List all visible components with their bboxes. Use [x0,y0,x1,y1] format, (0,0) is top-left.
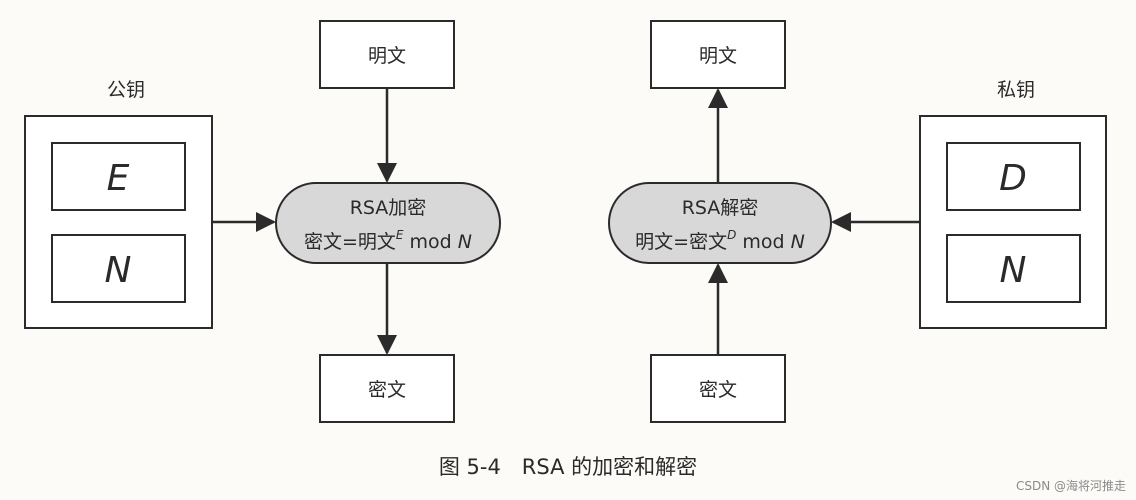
public-key-n-box [51,234,186,303]
enc-plaintext-box [319,20,455,89]
enc-ciphertext-box [319,354,455,423]
private-key-label: 私钥 [997,79,1035,101]
rsa-encrypt-title: RSA加密 [350,197,427,219]
rsa-encrypt-formula: 密文=明文E mod N [304,228,472,253]
private-key-n-box [946,234,1081,303]
dec-plaintext-box [650,20,786,89]
dec-formula-mod: mod [736,231,790,253]
figure-caption: 图 5-4 RSA 的加密和解密 [439,455,697,479]
enc-formula-exponent: E [396,228,404,242]
enc-formula-modulus: N [458,231,472,253]
enc-formula-mod: mod [404,231,458,253]
public-key-n-value: N [105,250,132,291]
public-key-label: 公钥 [107,79,145,101]
rsa-decrypt-formula: 明文=密文D mod N [635,228,805,253]
csdn-watermark: CSDN @海将河推走 [1016,478,1126,493]
dec-ciphertext-label: 密文 [699,379,737,401]
dec-formula-modulus: N [791,231,805,253]
dec-formula-lhs: 明文=密文 [635,231,727,253]
enc-ciphertext-label: 密文 [368,379,406,401]
public-key-e-value: E [107,158,130,199]
public-key-e-box [51,142,186,211]
private-key-d-value: D [999,158,1027,199]
private-key-n-value: N [1000,250,1027,291]
enc-formula-lhs: 密文=明文 [304,231,396,253]
private-key-d-box [946,142,1081,211]
enc-plaintext-label: 明文 [368,45,406,67]
rsa-decrypt-title: RSA解密 [682,197,759,219]
dec-plaintext-label: 明文 [699,45,737,67]
dec-ciphertext-box [650,354,786,423]
dec-formula-exponent: D [727,228,736,242]
